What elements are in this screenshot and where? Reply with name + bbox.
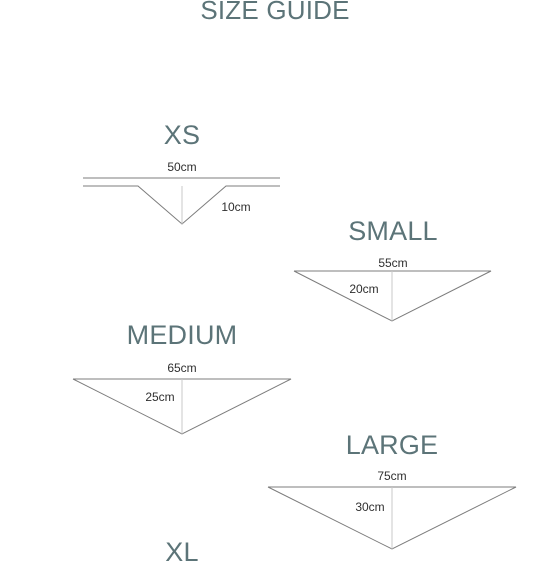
size-medium-bandana-outline bbox=[72, 378, 292, 435]
size-medium-depth-label: 25cm bbox=[145, 390, 175, 404]
size-large-depth-label: 30cm bbox=[355, 500, 385, 514]
size-large-bandana-outline bbox=[267, 486, 517, 550]
size-large-width-label: 75cm bbox=[377, 469, 407, 483]
size-xs-depth-label: 10cm bbox=[221, 200, 251, 214]
size-guide-title: SIZE GUIDE bbox=[200, 0, 350, 25]
size-xs-label: XS bbox=[163, 120, 201, 150]
size-large-label: LARGE bbox=[345, 430, 439, 460]
size-small-label: SMALL bbox=[348, 216, 438, 246]
size-xs-bandana-outline bbox=[83, 177, 280, 225]
size-small-depth-label: 20cm bbox=[349, 282, 379, 296]
size-small-bandana-outline bbox=[293, 270, 492, 322]
size-xs-width-label: 50cm bbox=[167, 160, 197, 174]
size-small-width-label: 55cm bbox=[378, 256, 408, 270]
size-medium-label: MEDIUM bbox=[126, 320, 238, 350]
size-medium-width-label: 65cm bbox=[167, 361, 197, 375]
size-xl-label: XL bbox=[165, 537, 199, 567]
